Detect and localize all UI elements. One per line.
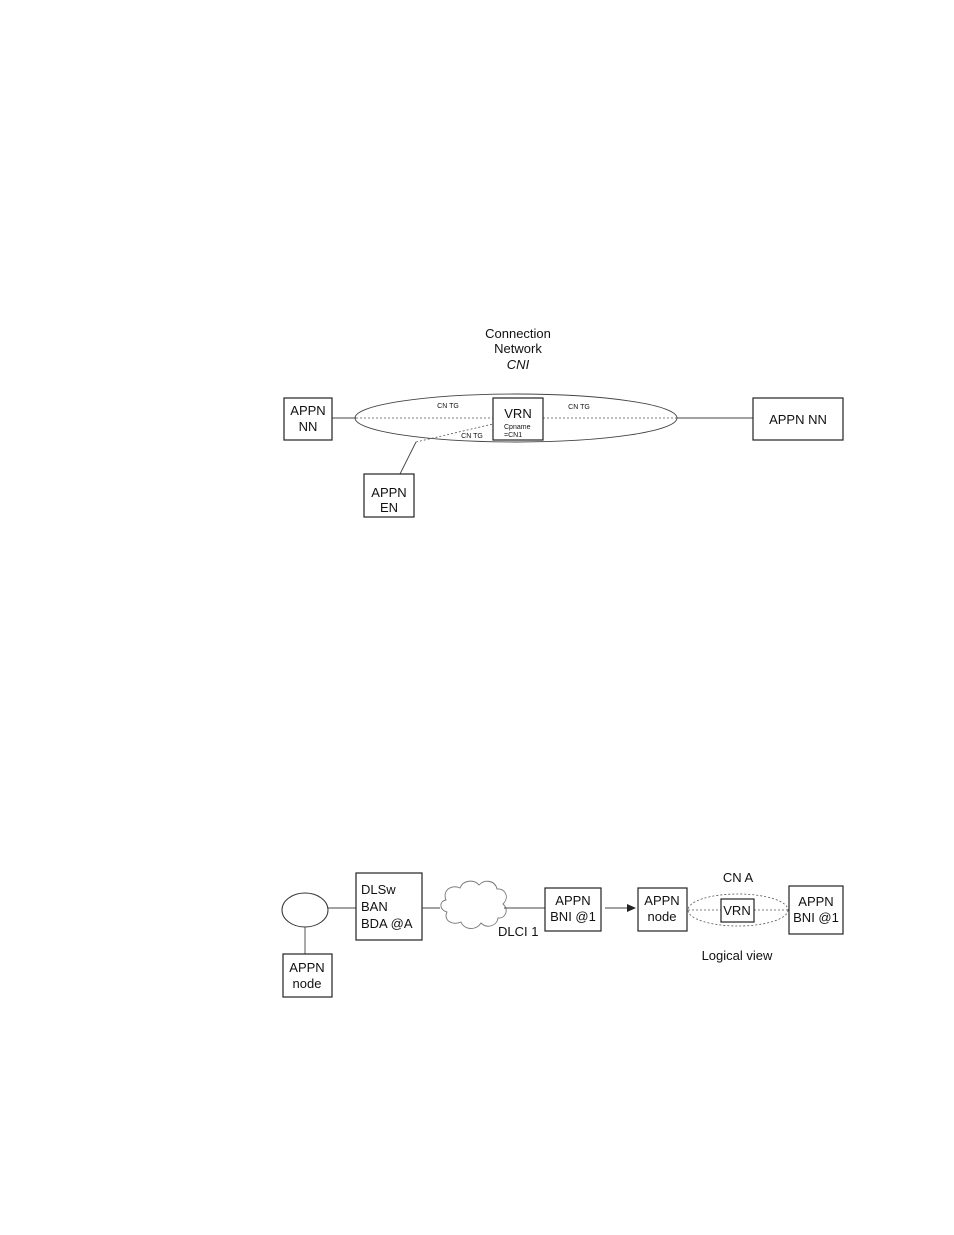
dlci-label: DLCI 1	[498, 924, 538, 939]
vrn-cpname-line2: =CN1	[504, 432, 522, 439]
arrow-right-icon	[627, 904, 636, 912]
appn-en-line1: APPN	[371, 485, 406, 500]
en-link	[400, 442, 416, 474]
frame-relay-cloud-icon	[441, 881, 506, 928]
cn-title-line2: Network	[494, 341, 542, 356]
cn-name: CNI	[507, 357, 530, 372]
appn-nn-left-line2: NN	[299, 419, 318, 434]
appn-nn-right-label: APPN NN	[769, 412, 827, 427]
appn-bni-mid-line2: BNI @1	[550, 909, 596, 924]
appn-nn-left-line1: APPN	[290, 403, 325, 418]
lan-ellipse	[282, 893, 328, 927]
appn-bni-right-line2: BNI @1	[793, 910, 839, 925]
dlsw-ban-diagram: APPN node DLSw BAN BDA @A DLCI 1 APPN BN…	[282, 870, 843, 997]
appn-en-line2: EN	[380, 500, 398, 515]
vrn-label: VRN	[504, 406, 531, 421]
dlsw-line2: BAN	[361, 899, 388, 914]
appn-node-left-line1: APPN	[289, 960, 324, 975]
dlsw-line1: DLSw	[361, 882, 396, 897]
connection-network-diagram: Connection Network CNI CN TG CN TG CN TG…	[284, 326, 843, 517]
appn-node-right-line2: node	[648, 909, 677, 924]
cn-a-label: CN A	[723, 870, 754, 885]
vrn-logical-label: VRN	[723, 903, 750, 918]
logical-view-label: Logical view	[702, 948, 773, 963]
cn-tg-left-label: CN TG	[437, 403, 459, 410]
cn-tg-en-label: CN TG	[461, 433, 483, 440]
appn-bni-right-line1: APPN	[798, 894, 833, 909]
appn-bni-mid-line1: APPN	[555, 893, 590, 908]
appn-node-left-line2: node	[293, 976, 322, 991]
cn-tg-right-label: CN TG	[568, 404, 590, 411]
cn-title-line1: Connection	[485, 326, 551, 341]
vrn-cpname-line1: Cpname	[504, 424, 531, 431]
dlsw-line3: BDA @A	[361, 916, 413, 931]
appn-node-right-line1: APPN	[644, 893, 679, 908]
